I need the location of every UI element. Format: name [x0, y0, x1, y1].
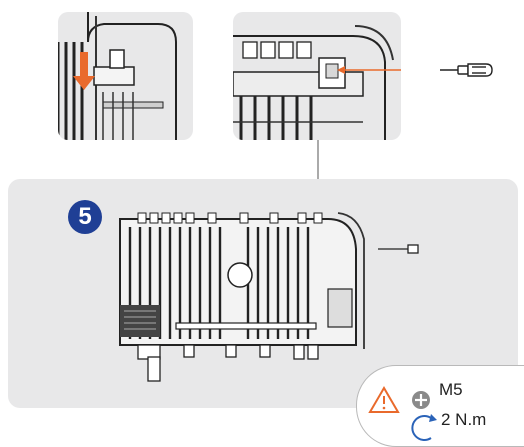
screwdriver-icon [440, 63, 493, 77]
screw-icon [378, 244, 419, 254]
detail-panel-left [58, 12, 193, 140]
rotate-clockwise-icon [411, 414, 437, 441]
main-panel [8, 179, 518, 408]
phillips-head-icon [412, 391, 430, 409]
step-number-badge: 5 [68, 200, 102, 234]
warning-icon [368, 386, 400, 413]
inverter-detail-left-illustration [58, 12, 177, 140]
spec-icons [368, 386, 437, 441]
inverter-main-illustration [119, 212, 419, 382]
left-arrow-icon [337, 66, 401, 74]
torque-spec-card: M5 2 N.m [356, 365, 524, 447]
detail-panel-right [233, 12, 401, 140]
inverter-detail-right-illustration [233, 25, 401, 140]
screw-size-label: M5 [439, 380, 463, 399]
down-arrow-icon [73, 52, 95, 90]
torque-value-label: 2 N.m [441, 410, 487, 429]
